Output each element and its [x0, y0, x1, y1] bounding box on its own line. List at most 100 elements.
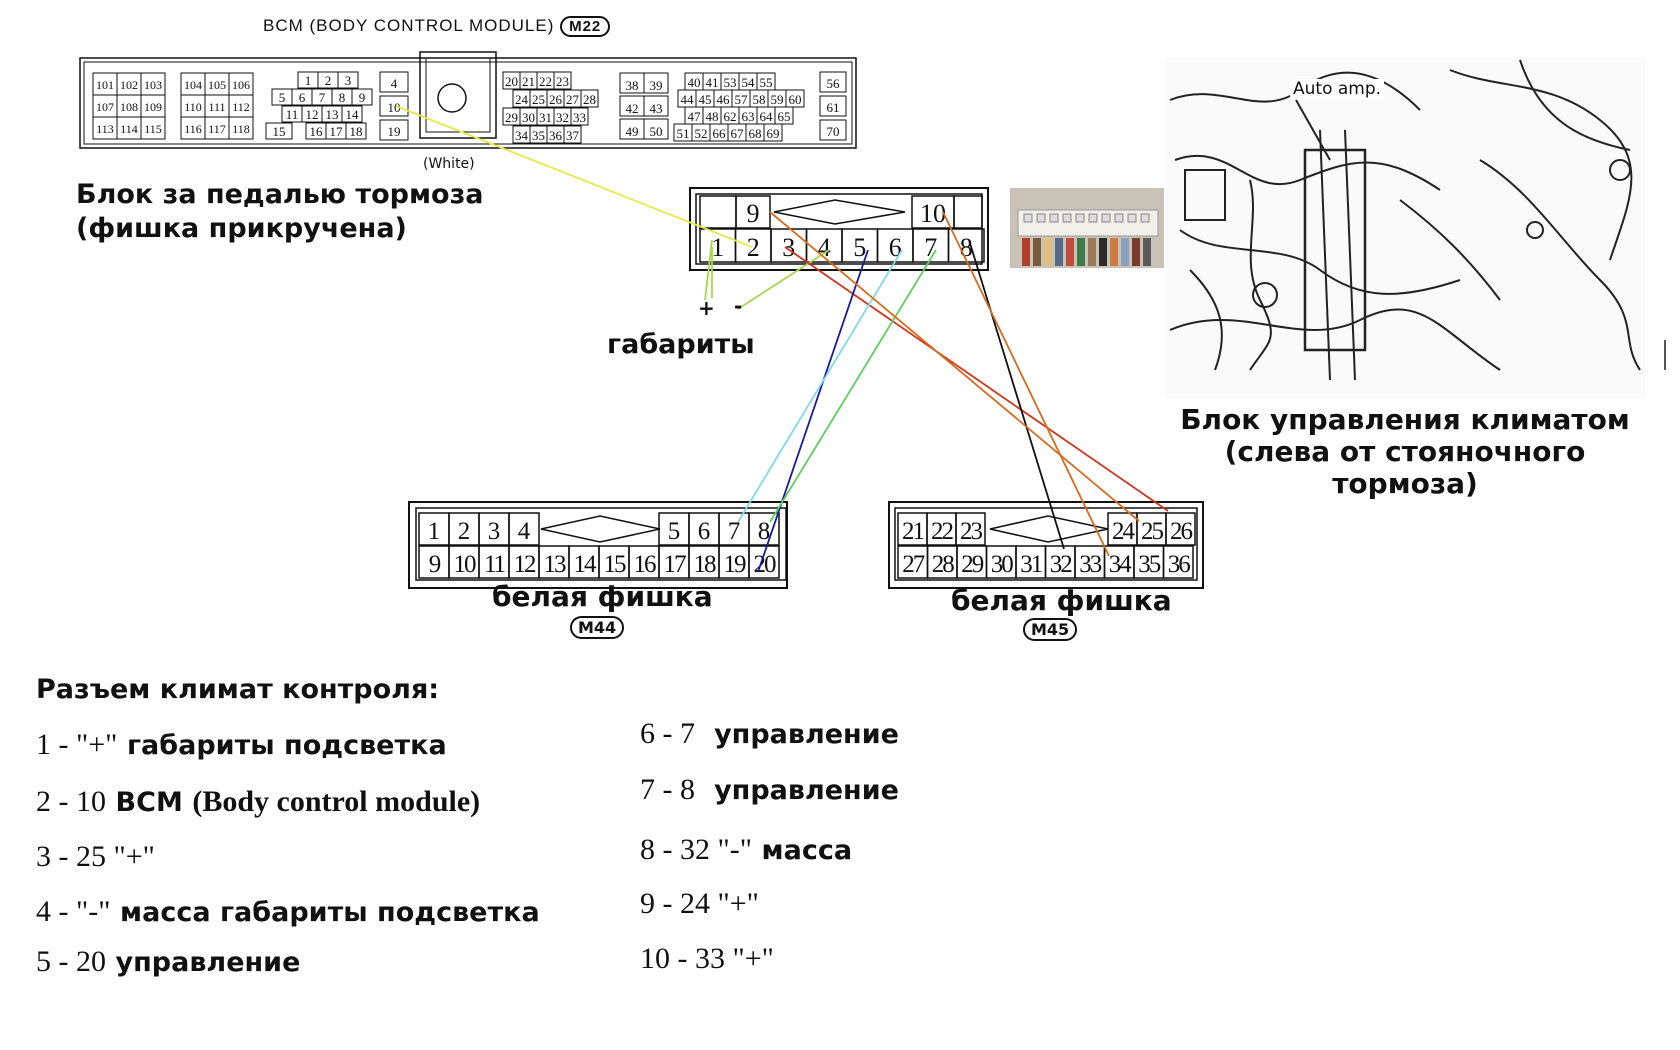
m44-pin-label: 20: [754, 551, 777, 578]
bcm-pin-label: 46: [717, 92, 731, 107]
bcm-pin-label: 56: [827, 76, 841, 91]
bcm-pin-label: 63: [742, 109, 755, 124]
m44-pin-cell: [748, 545, 780, 579]
wire: [395, 105, 753, 248]
bcm-pin-label: 64: [760, 109, 774, 124]
m44-pin-label: 1: [428, 518, 441, 545]
bcm-pin-label: 37: [566, 128, 580, 143]
m44-pin-label: 18: [694, 551, 717, 578]
bcm-pin-label: 6: [299, 90, 306, 105]
bcm-pin-label: 2: [325, 73, 332, 88]
m44-pin-label: 8: [758, 518, 771, 545]
bcm-pin-label: 54: [742, 75, 756, 90]
bcm-pin-label: 53: [724, 75, 737, 90]
m45-pin-label: 34: [1109, 551, 1133, 578]
bcm-pin-label: 36: [549, 128, 563, 143]
m44-pin-label: 19: [724, 551, 747, 578]
bcm-pin-label: 33: [573, 110, 586, 125]
climate-unit-caption: Блок управления климатом (слева от стоян…: [1160, 404, 1650, 500]
bcm-pin-label: 5: [279, 90, 286, 105]
wire: [737, 249, 903, 523]
legend-item: 5 - 20 управление: [36, 944, 540, 994]
m45-pin-label: 35: [1138, 551, 1161, 578]
bcm-pin-label: 8: [339, 90, 346, 105]
bcm-pin-label: 34: [515, 128, 529, 143]
legend-item: 8 - 32 "-" масса: [640, 832, 899, 886]
photo-sketch-line: [1174, 154, 1441, 191]
bcm-pin-label: 38: [626, 78, 639, 93]
m44-pin-label: 5: [668, 518, 681, 545]
bcm-pin-label: 111: [208, 100, 225, 114]
bcm-pin-label: 117: [208, 122, 226, 136]
legend-pair: 8 - 32 "-": [640, 833, 752, 866]
m45-pin-label: 31: [1020, 551, 1042, 578]
legend-text: управление: [115, 947, 301, 978]
legend-item: 1 - "+" габариты подсветка: [36, 727, 540, 784]
bcm-pin-label: 105: [208, 78, 226, 92]
bcm-pin-label: 31: [539, 110, 552, 125]
wires: [395, 105, 1169, 573]
legend-pair: 6 - 7: [640, 717, 695, 750]
legend-right: 6 - 7 управление 7 - 8 управление 8 - 32…: [640, 716, 899, 991]
bcm-pin-label: 4: [391, 76, 398, 91]
m44-pin-label: 9: [429, 551, 441, 578]
photo-sketch-line: [1319, 129, 1356, 381]
climate-pin-cell: [953, 195, 983, 229]
bcm-pin-label: 28: [583, 92, 596, 107]
bcm-pin-label-cell: [265, 122, 293, 140]
legend-pair: 2 - 10: [36, 785, 106, 818]
bcm-pin-label: 109: [144, 100, 162, 114]
bcm-pin-label: 50: [650, 124, 663, 139]
m44-pin-label: 7: [728, 518, 741, 545]
legend-text: масса: [761, 835, 853, 866]
brake-block-caption: Блок за педалью тормоза (фишка прикручен…: [76, 178, 483, 246]
climate-pin-label: 6: [889, 233, 902, 262]
bcm-pin-label: 55: [760, 75, 773, 90]
thumb-pin: [1023, 213, 1033, 223]
m44-pin-label: 16: [634, 551, 657, 578]
photo-sketch-line: [1249, 179, 1272, 371]
bcm-code-badge: M22: [560, 16, 611, 37]
m45-pin-label: 25: [1141, 518, 1164, 545]
m44-pin-label: 17: [664, 551, 687, 578]
thumb-pin: [1088, 213, 1098, 223]
bcm-pin-label-cell: [763, 123, 783, 142]
bcm-pin-label: 11: [286, 107, 299, 122]
legend-left: 1 - "+" габариты подсветка 2 - 10 BCM (B…: [36, 727, 540, 994]
bcm-pin-label: 102: [120, 78, 138, 92]
bcm-pin-label-cell: [785, 89, 805, 108]
m45-pin-label: 36: [1168, 551, 1191, 578]
brake-block-caption-line1: Блок за педалью тормоза: [76, 179, 484, 210]
legend-pair: 10 - 33 "+": [640, 942, 774, 975]
m44-code-badge: M44: [570, 616, 625, 639]
bcm-pin-label: 68: [749, 126, 762, 141]
m44-key-diamond: [540, 515, 661, 543]
bcm-pin-label-cell: [774, 106, 794, 125]
bcm-pin-label: 25: [532, 92, 545, 107]
m45-pin-label: 23: [960, 518, 983, 545]
legend-text: габариты подсветка: [126, 730, 447, 761]
m44-pin-label: 15: [604, 551, 627, 578]
m45-key-diamond: [989, 515, 1109, 543]
photo-sketch-line: [1189, 269, 1223, 371]
thumb-wire: [1077, 238, 1085, 266]
thumb-wire: [1088, 238, 1096, 266]
photo-part: [1184, 169, 1226, 221]
m44-inner: [415, 507, 787, 581]
legend-text-extra: (Body control module): [192, 785, 481, 818]
m44-outline: [408, 501, 788, 589]
bcm-pin-label: 15: [273, 124, 286, 139]
photo-sketch-line: [1519, 59, 1631, 151]
photo-part: [1252, 282, 1278, 308]
bcm-pin-label-cell: [351, 88, 373, 106]
legend-item: 3 - 25 "+": [36, 839, 540, 894]
wire: [968, 239, 1065, 550]
climate-pin-label: 1: [711, 233, 724, 262]
parking-lights-label: габариты: [607, 329, 755, 360]
wire: [784, 246, 1169, 512]
thumb-wire: [1044, 238, 1052, 266]
m45-pin-label: 32: [1050, 551, 1073, 578]
bcm-pin-label: 60: [789, 92, 802, 107]
bcm-pin-label-cell: [643, 72, 669, 94]
